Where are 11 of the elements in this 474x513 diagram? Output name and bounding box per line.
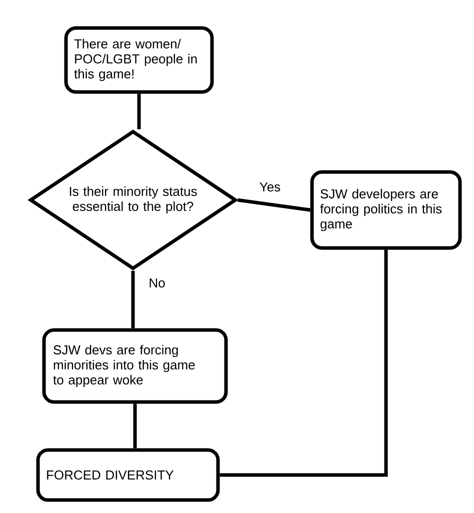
process-box: SJW devs are forcing minorities into this game to appear woke bbox=[42, 328, 228, 404]
process-box: FORCED DIVERSITY bbox=[36, 448, 220, 502]
process-box: There are women/ POC/LGBT people in this game! bbox=[64, 26, 214, 94]
connector-line bbox=[137, 94, 141, 130]
connector-line bbox=[131, 270, 135, 328]
edge-label: Yes bbox=[258, 181, 282, 193]
edge-label: No bbox=[148, 277, 166, 289]
connector-line bbox=[133, 404, 137, 448]
process-box: SJW developers are forcing politics in this game bbox=[310, 170, 462, 250]
connector-line bbox=[220, 250, 388, 477]
connector-line bbox=[238, 198, 310, 212]
